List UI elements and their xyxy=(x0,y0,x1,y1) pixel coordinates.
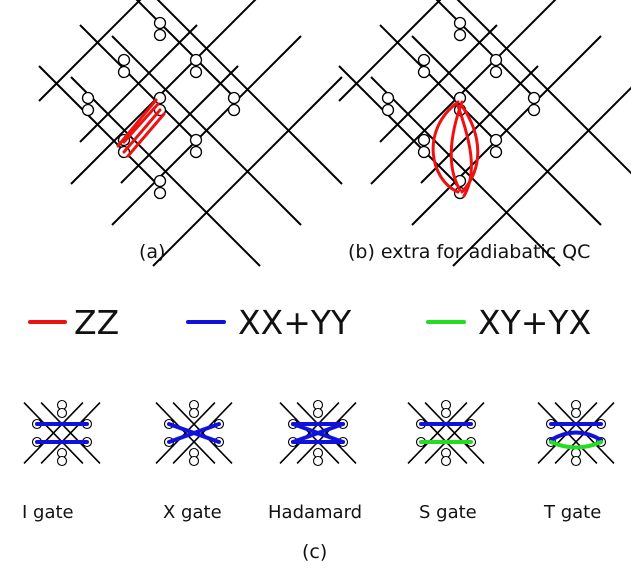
b-zz-loop-3 xyxy=(456,104,473,198)
a-zz-coupling-1 xyxy=(122,108,162,154)
a-zz-coupling-0 xyxy=(122,102,160,144)
b-lattice-line-10 xyxy=(411,35,602,226)
a-node-1-qubit-bottom xyxy=(117,65,131,79)
b-node-7-qubit-top xyxy=(489,133,503,147)
gate-lattice-line xyxy=(23,402,84,464)
gate-qubit xyxy=(188,455,200,467)
a-node-6-qubit-top xyxy=(189,53,203,67)
panel-c-caption: (c) xyxy=(302,541,327,563)
a-node-5-qubit-bottom xyxy=(153,186,167,200)
lattice-lines xyxy=(38,0,343,267)
legend-zz-label: ZZ xyxy=(74,303,119,342)
b-node-6-qubit-bottom xyxy=(489,65,503,79)
legend-xyyx-label: XY+YX xyxy=(478,303,591,342)
gate-icon-s xyxy=(407,399,485,467)
legend: ZZ XX+YY XY+YX xyxy=(28,303,591,342)
b-node-3-qubit-bottom xyxy=(453,28,467,42)
gate-qubit xyxy=(56,455,68,467)
b-lattice-line-2 xyxy=(435,0,539,102)
gate-icon-x xyxy=(155,399,233,467)
gate-qubit xyxy=(440,407,452,419)
a-node-8-qubit-bottom xyxy=(227,103,241,117)
gate-label-x: X gate xyxy=(163,502,222,523)
gate-qubit xyxy=(312,455,324,467)
b-node-1-qubit-bottom xyxy=(417,65,431,79)
b-node-8-qubit-top xyxy=(527,91,541,105)
b-node-3-qubit-top xyxy=(453,16,467,30)
gate-qubit xyxy=(570,455,582,467)
panel-a-caption: (a) xyxy=(139,241,165,263)
b-node-1-qubit-top xyxy=(417,53,431,67)
b-zz-loop-0 xyxy=(431,100,460,194)
coupling-xx-arc xyxy=(549,430,603,442)
b-node-2-qubit-bottom xyxy=(417,145,431,159)
legend-xxyy-label: XX+YY xyxy=(238,303,352,342)
a-node-6-qubit-bottom xyxy=(189,65,203,79)
gate-labels: I gate X gate Hadamard S gate T gate xyxy=(22,502,601,523)
b-node-2-qubit-top xyxy=(417,133,431,147)
panel-b-lattice xyxy=(338,0,631,267)
gate-lattice-line xyxy=(424,402,485,464)
a-node-8-qubit-top xyxy=(227,91,241,105)
a-node-3-qubit-bottom xyxy=(153,28,167,42)
gate-lattice-line xyxy=(407,402,468,464)
a-node-0-qubit-bottom xyxy=(81,103,95,117)
gate-qubit xyxy=(56,407,68,419)
b-node-6-qubit-top xyxy=(489,53,503,67)
gate-label-s: S gate xyxy=(419,502,477,523)
a-zz-coupling-3 xyxy=(126,112,166,158)
a-node-7-qubit-bottom xyxy=(189,145,203,159)
gate-label-t: T gate xyxy=(543,502,601,523)
gate-lattice-line xyxy=(155,402,216,464)
gate-lattice-line xyxy=(279,402,340,464)
panel-a-lattice xyxy=(38,0,343,267)
b-lattice-line-3 xyxy=(420,65,539,184)
b-zz-loop-1 xyxy=(449,100,464,192)
b-node-7-qubit-bottom xyxy=(489,145,503,159)
gate-label-hadamard: Hadamard xyxy=(268,502,362,523)
gate-icon-i xyxy=(23,399,101,467)
a-node-0-qubit-top xyxy=(81,91,95,105)
coupling-cross-2 xyxy=(291,422,345,444)
coupling-cross-2 xyxy=(167,422,221,444)
b-node-8-qubit-bottom xyxy=(527,103,541,117)
a-node-7-qubit-top xyxy=(189,133,203,147)
b-lattice-line-9 xyxy=(452,86,631,267)
gate-icon-hadamard xyxy=(279,399,357,467)
a-node-3-qubit-top xyxy=(153,16,167,30)
coupling-xy-arc xyxy=(549,440,603,450)
gate-qubit xyxy=(188,407,200,419)
b-node-0-qubit-bottom xyxy=(381,103,395,117)
b-lattice-line-11 xyxy=(370,0,557,185)
a-node-1-qubit-top xyxy=(117,53,131,67)
gate-qubit xyxy=(312,407,324,419)
gate-lattice-line xyxy=(172,402,233,464)
gate-icon-t xyxy=(537,399,615,467)
gate-label-i: I gate xyxy=(22,502,74,523)
panel-b-caption: (b) extra for adiabatic QC xyxy=(348,241,590,263)
a-zz-coupling-2 xyxy=(116,98,158,148)
gate-qubit xyxy=(570,407,582,419)
gate-qubit xyxy=(440,455,452,467)
b-lattice-line-5 xyxy=(338,0,442,102)
gate-lattice-line xyxy=(40,402,101,464)
b-node-0-qubit-top xyxy=(381,91,395,105)
gate-lattice-line xyxy=(296,402,357,464)
b-lattice-line-4 xyxy=(379,24,498,143)
a-node-5-qubit-top xyxy=(153,174,167,188)
